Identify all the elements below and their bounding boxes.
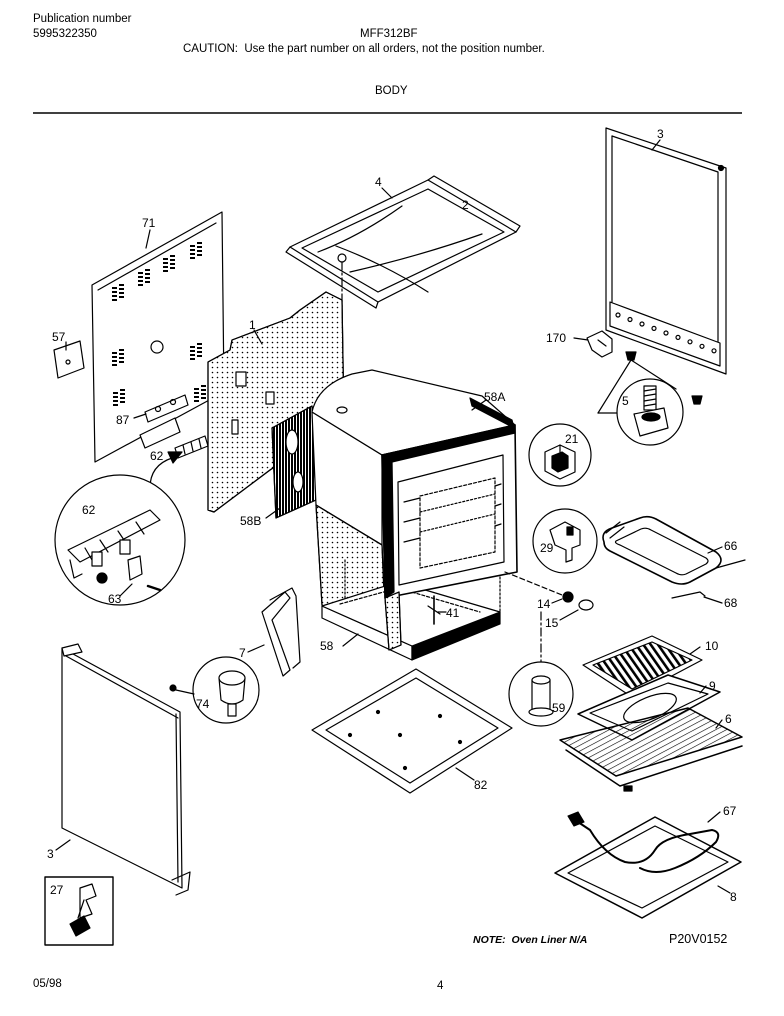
bake-element bbox=[602, 515, 746, 604]
detail-circle-74 bbox=[192, 656, 260, 724]
callout-170: 170 bbox=[546, 331, 566, 345]
fastener-41 bbox=[427, 595, 447, 625]
callout-7: 7 bbox=[239, 646, 246, 660]
side-panel-left bbox=[55, 643, 195, 896]
leveling-leg-callout bbox=[597, 351, 703, 446]
callout-8: 8 bbox=[730, 890, 737, 904]
callout-4: 4 bbox=[375, 175, 382, 189]
oven-liner-note: NOTE: Oven Liner N/A bbox=[473, 934, 587, 946]
callout-68: 68 bbox=[724, 596, 738, 610]
page-number: 4 bbox=[437, 980, 444, 992]
detail-circle-59 bbox=[508, 611, 574, 727]
callout-29: 29 bbox=[540, 541, 554, 555]
bracket-170 bbox=[573, 330, 613, 358]
model-number: MFF312BF bbox=[360, 28, 418, 40]
oven-rack bbox=[559, 707, 743, 792]
caution-note: CAUTION: Use the part number on all orde… bbox=[183, 43, 545, 55]
callout-41: 41 bbox=[446, 606, 460, 620]
bake-tray-and-element bbox=[554, 811, 742, 919]
callout-3-left-panel: 3 bbox=[47, 847, 54, 861]
callout-71: 71 bbox=[142, 216, 156, 230]
revision-date: 05/98 bbox=[33, 978, 62, 990]
callout-10: 10 bbox=[705, 639, 719, 653]
callout-3-right-panel: 3 bbox=[657, 127, 664, 141]
callout-59: 59 bbox=[552, 701, 566, 715]
callout-labels: 3 4 2 71 1 57 170 5 58A 87 21 62 62 58B … bbox=[47, 127, 738, 904]
part-27-box bbox=[44, 876, 114, 946]
publication-label: Publication number bbox=[33, 13, 132, 25]
bottom-panel bbox=[311, 668, 513, 794]
oven-front-frame bbox=[381, 424, 518, 651]
parts-14-15 bbox=[504, 571, 594, 621]
callout-14: 14 bbox=[537, 597, 551, 611]
broil-pan bbox=[577, 674, 721, 741]
callout-87: 87 bbox=[116, 413, 130, 427]
callout-57: 57 bbox=[52, 330, 66, 344]
insulation-left bbox=[265, 405, 317, 519]
callout-9: 9 bbox=[709, 679, 716, 693]
rear-wiring-panel bbox=[207, 291, 345, 513]
callout-5: 5 bbox=[622, 394, 629, 408]
top-panel bbox=[285, 175, 521, 309]
section-title: BODY bbox=[375, 85, 408, 97]
bracket-87 bbox=[133, 394, 189, 449]
callout-21: 21 bbox=[565, 432, 579, 446]
callout-2: 2 bbox=[462, 198, 469, 212]
callout-63: 63 bbox=[108, 592, 122, 606]
broil-pan-grid bbox=[582, 635, 703, 698]
figure-code: P20V0152 bbox=[669, 932, 727, 946]
bracket-57 bbox=[53, 340, 85, 379]
callout-67: 67 bbox=[723, 804, 737, 818]
callout-15: 15 bbox=[545, 616, 559, 630]
back-panel bbox=[91, 211, 225, 463]
publication-number: 5995322350 bbox=[33, 28, 97, 40]
callout-74: 74 bbox=[196, 697, 210, 711]
callout-27: 27 bbox=[50, 883, 64, 897]
callout-58b: 58B bbox=[240, 514, 261, 528]
callout-66: 66 bbox=[724, 539, 738, 553]
detail-circle-29 bbox=[532, 508, 598, 574]
bracket-7 bbox=[247, 587, 301, 677]
callout-1: 1 bbox=[249, 318, 256, 332]
callout-62-arrow: 62 bbox=[150, 449, 164, 463]
callout-82: 82 bbox=[474, 778, 488, 792]
callout-58a: 58A bbox=[484, 390, 505, 404]
side-panel-right bbox=[605, 127, 727, 375]
detail-circle-62 bbox=[54, 474, 186, 606]
callout-6: 6 bbox=[725, 712, 732, 726]
detail-circle-21 bbox=[528, 423, 592, 487]
callout-58: 58 bbox=[320, 639, 334, 653]
callout-62-detail: 62 bbox=[82, 503, 96, 517]
